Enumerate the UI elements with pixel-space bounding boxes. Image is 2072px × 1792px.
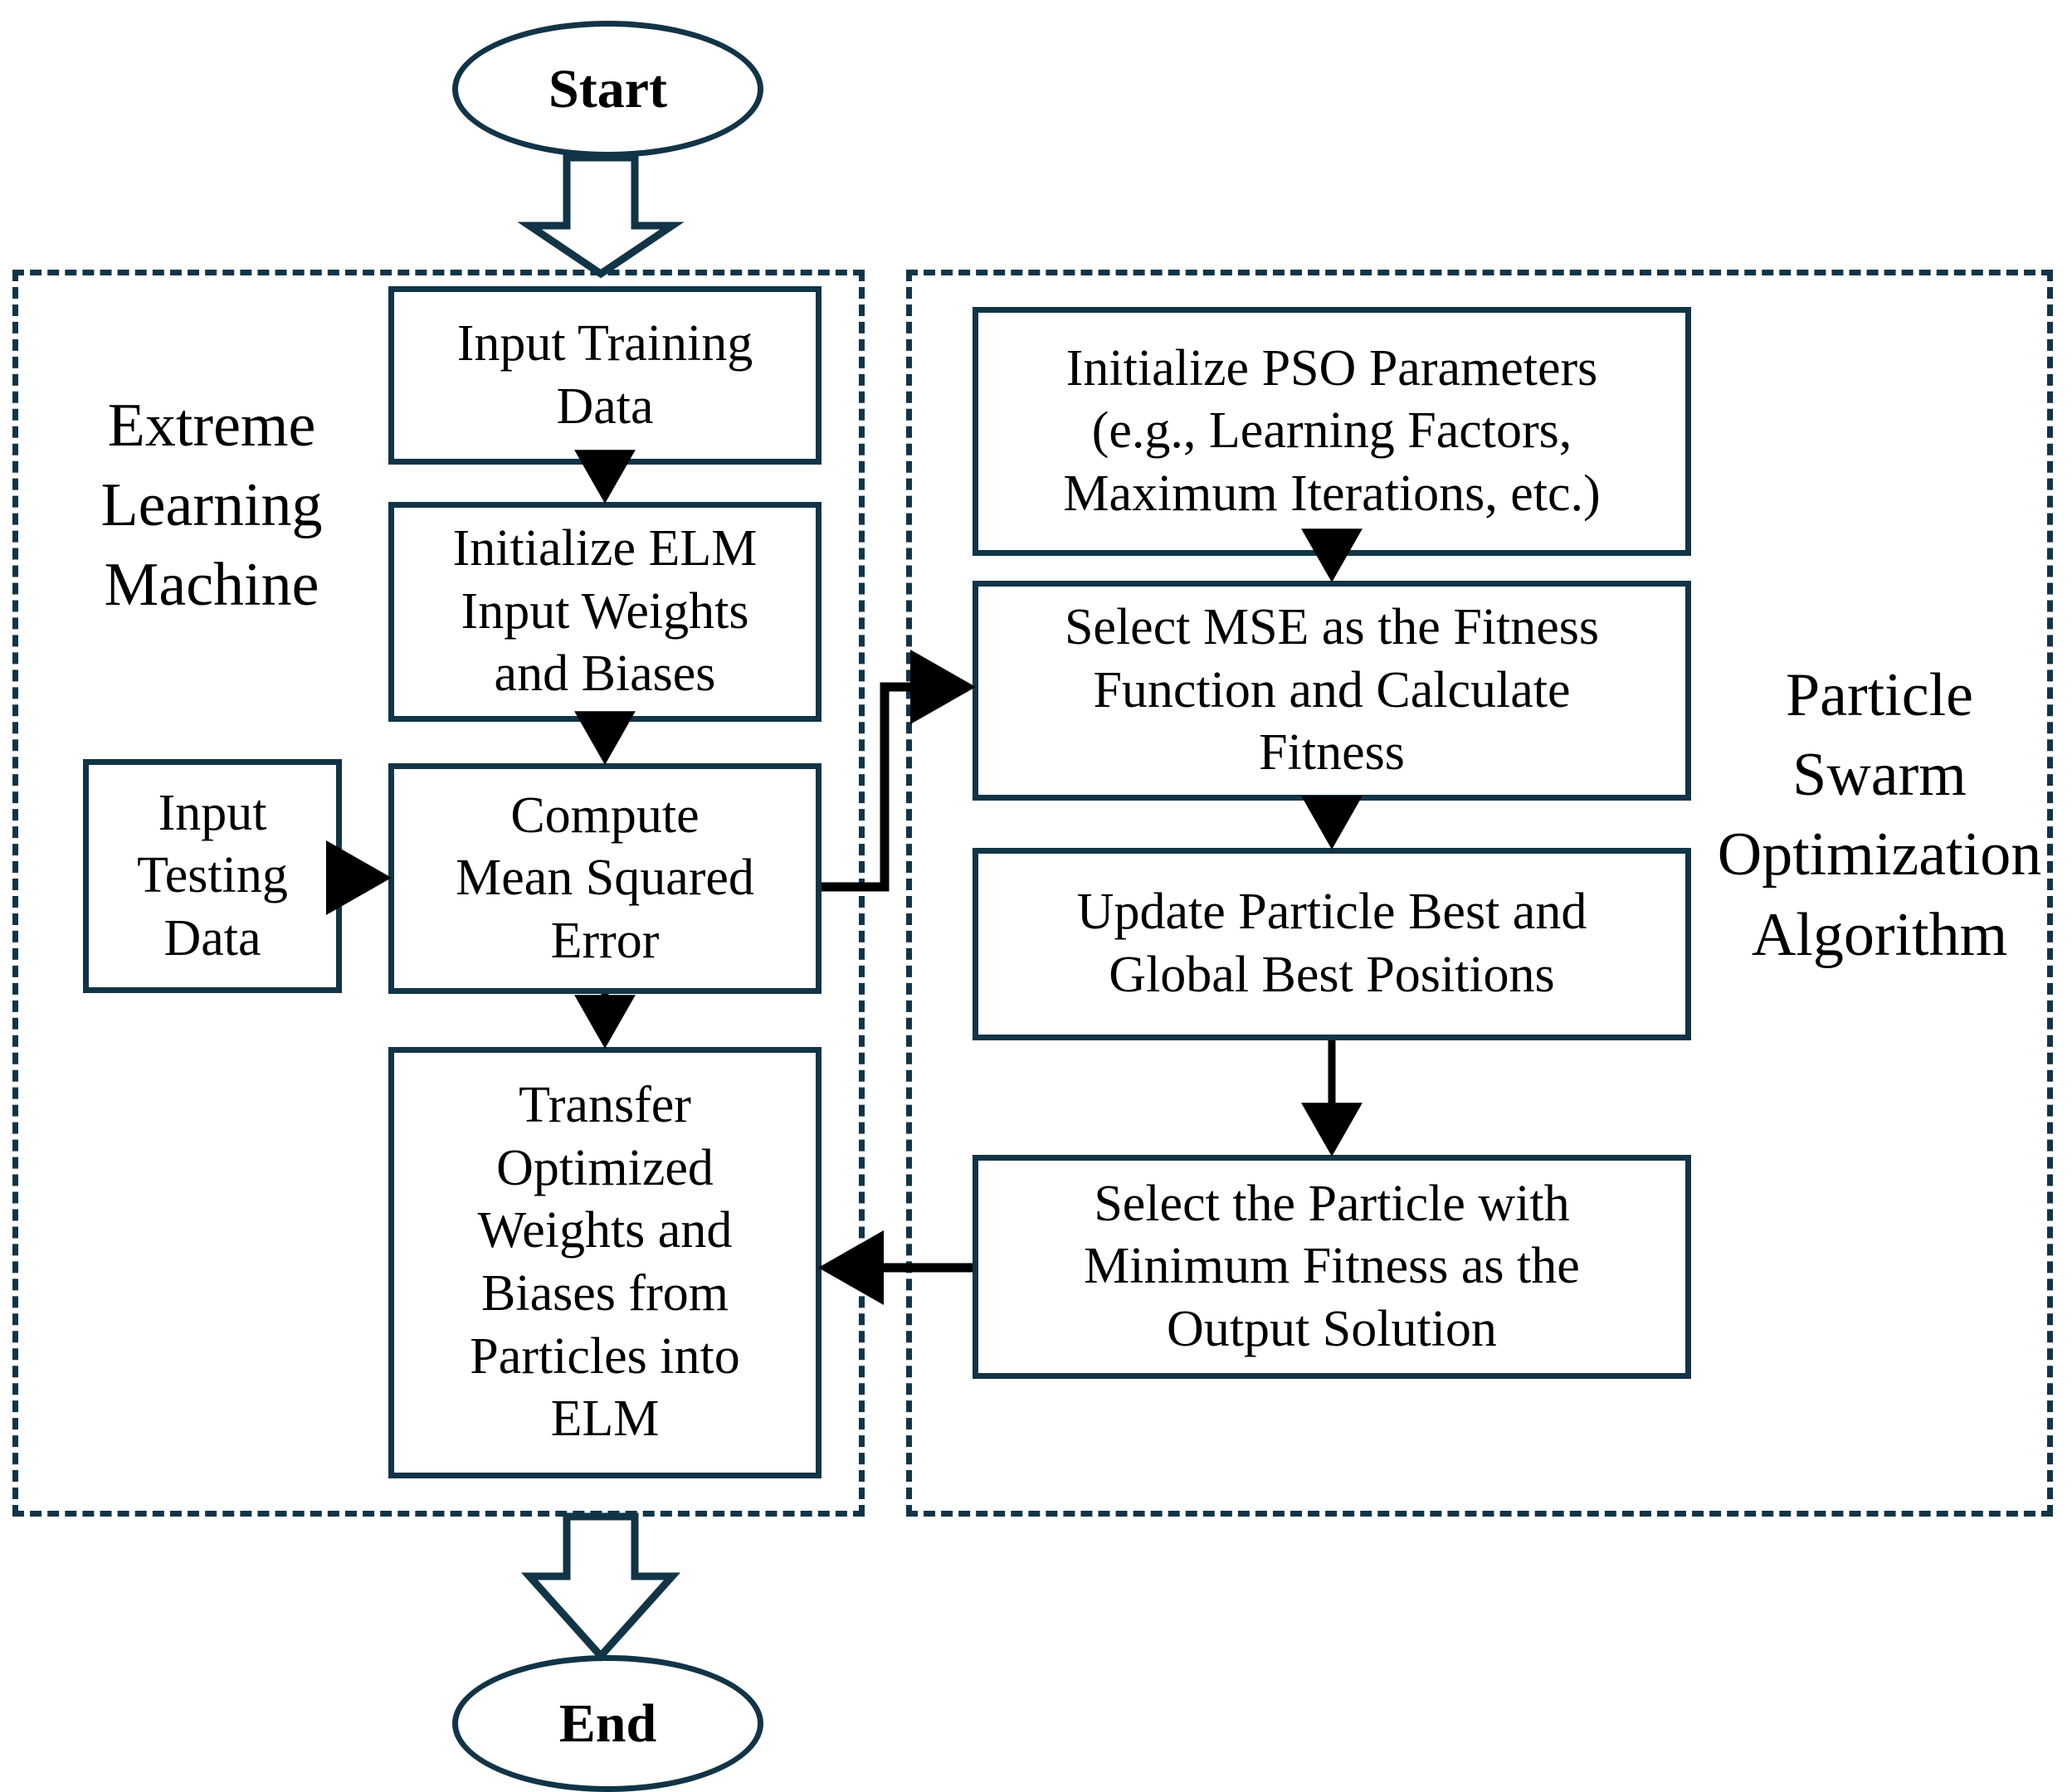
terminator-start: Start (452, 21, 763, 158)
node-initialize-pso-label: Initialize PSO Parameters (e.g., Learnin… (1063, 339, 1601, 522)
node-initialize-elm-label: Initialize ELM Input Weights and Biases (452, 520, 758, 703)
group-extreme-learning-machine (12, 270, 865, 1517)
node-select-mse-fitness[interactable]: Select MSE as the Fitness Function and C… (973, 581, 1691, 801)
node-input-training-data-label: Input Training Data (456, 314, 753, 435)
node-transfer-weights[interactable]: Transfer Optimized Weights and Biases fr… (388, 1047, 821, 1478)
node-initialize-elm[interactable]: Initialize ELM Input Weights and Biases (388, 502, 821, 722)
block-arrow-elm-to-end (520, 1512, 681, 1662)
node-select-min-fitness[interactable]: Select the Particle with Minimum Fitness… (973, 1155, 1691, 1379)
block-arrow-start-to-elm (517, 153, 685, 279)
node-input-testing-data[interactable]: Input Testing Data (83, 759, 342, 993)
node-update-best-positions-label: Update Particle Best and Global Best Pos… (1076, 884, 1587, 1003)
node-compute-mse-label: Compute Mean Squared Error (456, 786, 754, 969)
group-particle-swarm-optimization (906, 270, 2053, 1517)
node-initialize-pso[interactable]: Initialize PSO Parameters (e.g., Learnin… (973, 307, 1691, 556)
caption-extreme-learning-machine: Extreme Learning Machine (100, 392, 323, 620)
node-update-best-positions[interactable]: Update Particle Best and Global Best Pos… (973, 848, 1691, 1040)
terminator-end-label: End (558, 1692, 657, 1754)
terminator-start-label: Start (548, 58, 667, 119)
node-select-min-fitness-label: Select the Particle with Minimum Fitness… (1084, 1175, 1580, 1357)
node-transfer-weights-label: Transfer Optimized Weights and Biases fr… (470, 1077, 740, 1448)
node-compute-mse[interactable]: Compute Mean Squared Error (388, 763, 821, 994)
terminator-end: End (452, 1655, 763, 1792)
node-select-mse-fitness-label: Select MSE as the Fitness Function and C… (1064, 599, 1600, 782)
node-input-testing-data-label: Input Testing Data (137, 784, 288, 967)
caption-particle-swarm-optimization: Particle Swarm Optimization Algorithm (1717, 661, 2042, 969)
node-input-training-data[interactable]: Input Training Data (388, 286, 821, 465)
